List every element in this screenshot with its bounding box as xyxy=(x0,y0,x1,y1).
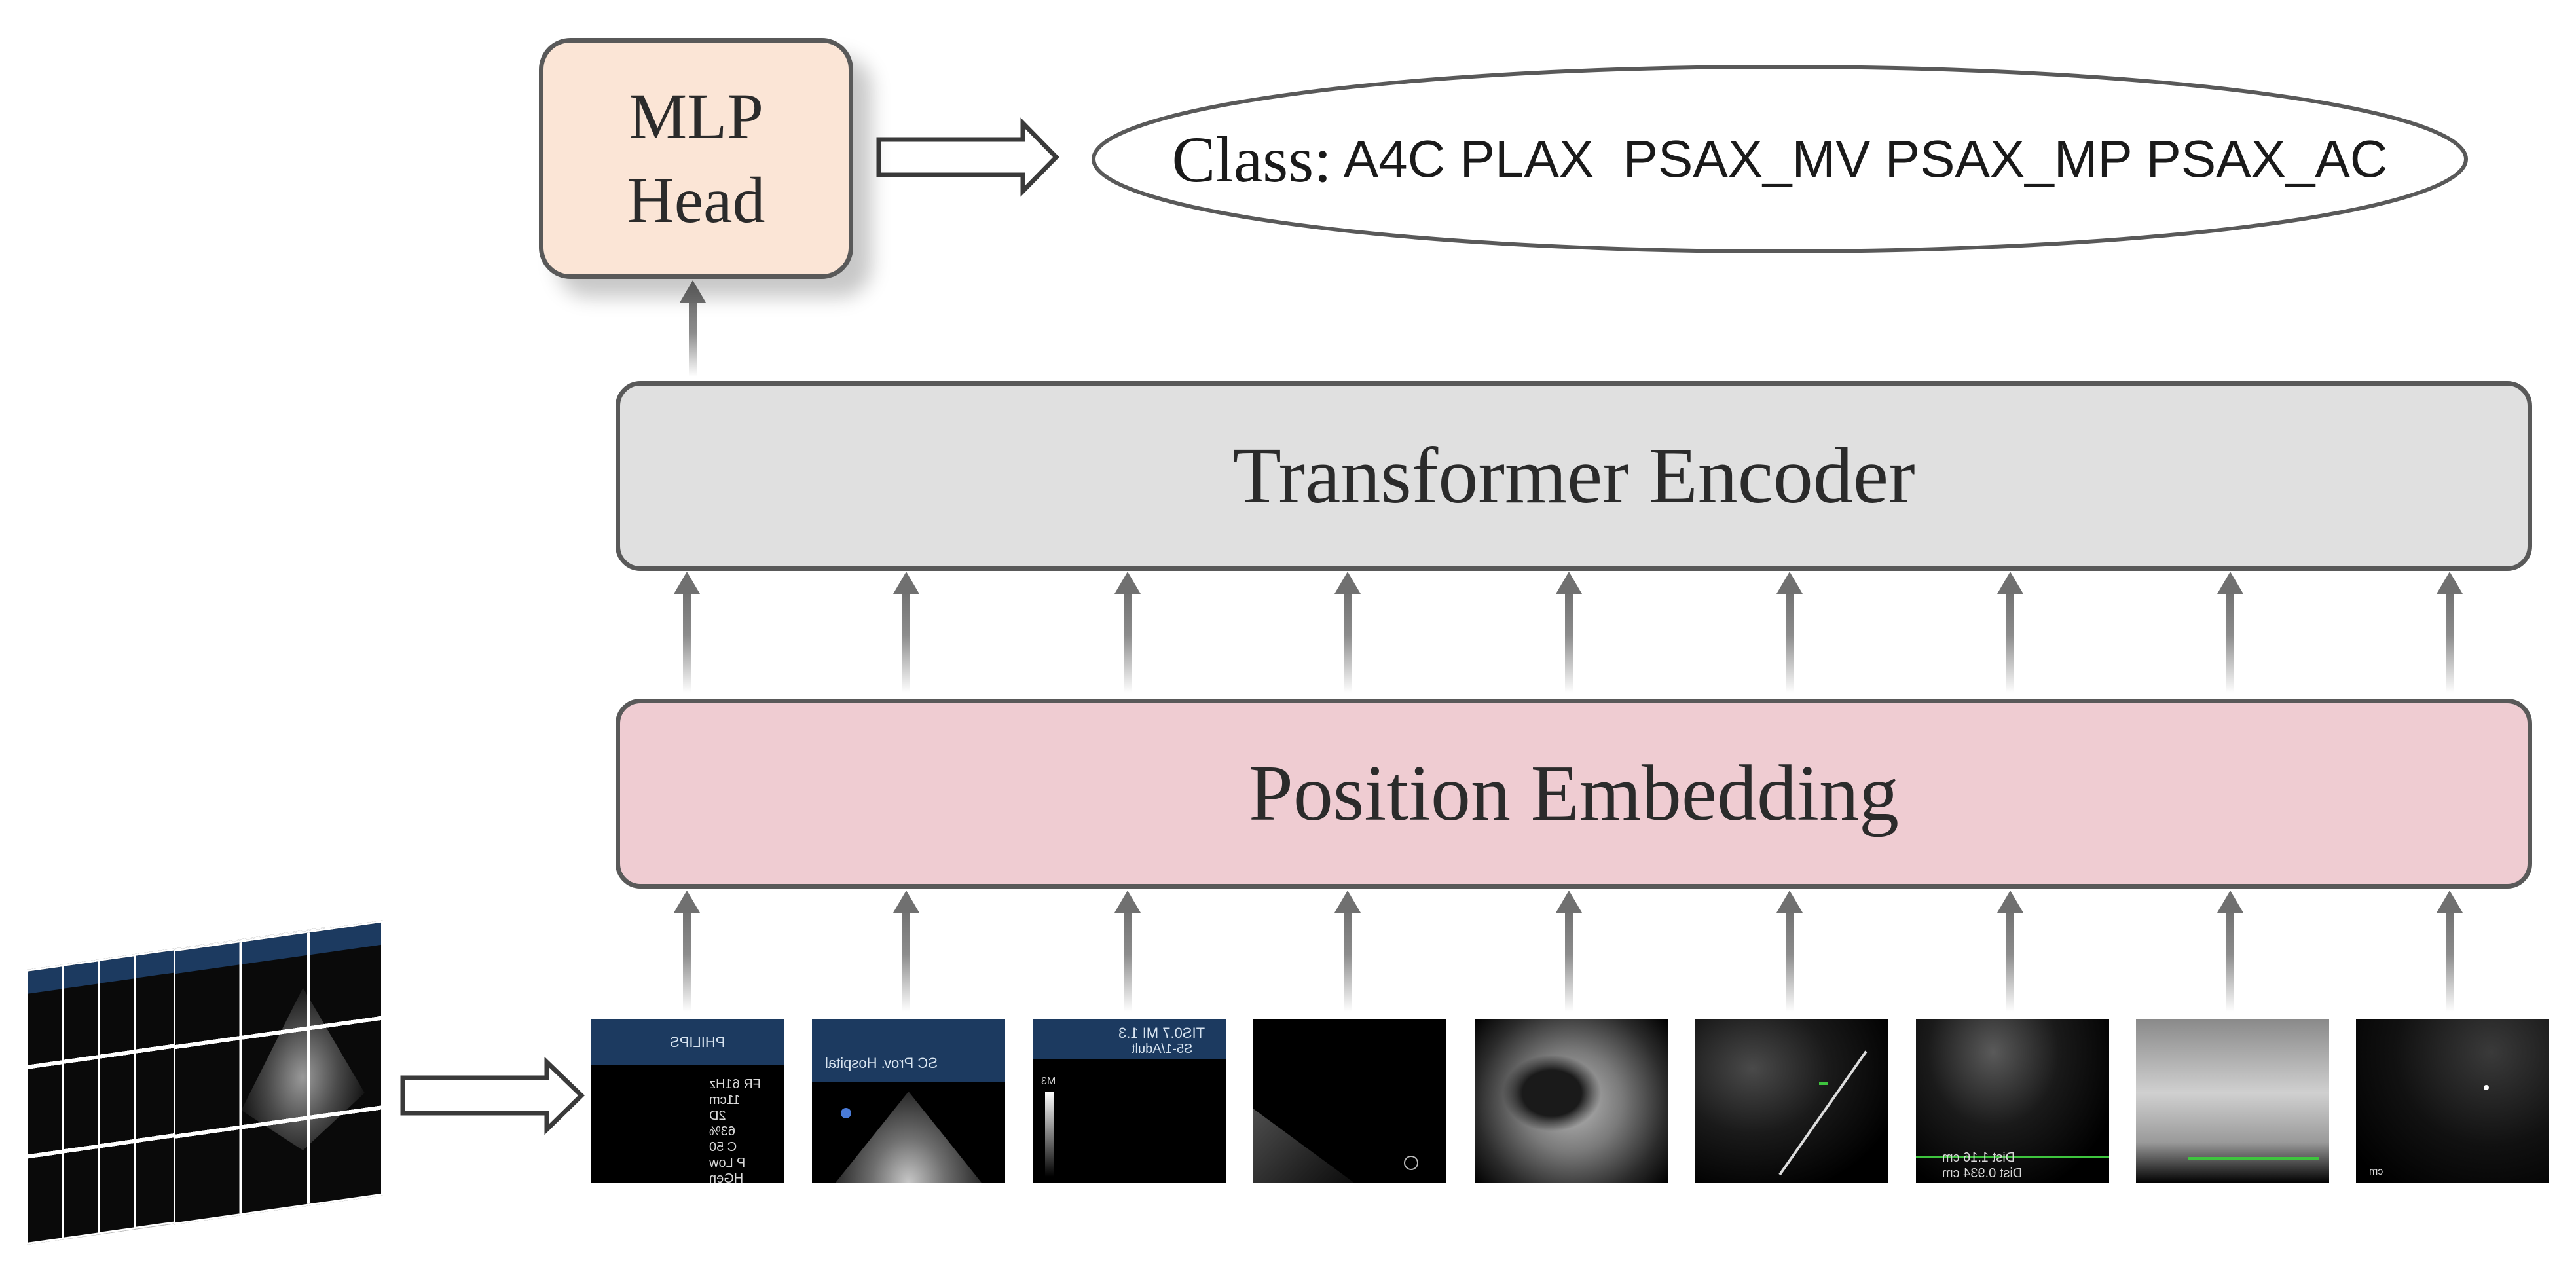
embedding-to-encoder-arrow xyxy=(1776,572,1803,693)
measurement-text: Dist 0.934 cm xyxy=(1942,1166,2023,1181)
frame-overlay-text: C 50 xyxy=(709,1140,737,1154)
orientation-icon xyxy=(1404,1156,1418,1170)
frame-to-embedding-arrow xyxy=(674,891,700,1012)
class-output: Class: A4C PLAX PSAX_MV PSAX_MP PSAX_AC xyxy=(1091,64,2469,254)
probe-marker-icon xyxy=(841,1108,851,1118)
measurement-text: Dist 1.16 cm xyxy=(1942,1150,2015,1165)
frame-to-embedding-arrow xyxy=(1997,891,2023,1012)
ultrasound-wedge xyxy=(1253,1109,1355,1183)
class-label: Class: xyxy=(1171,122,1332,196)
mlp-head-block: MLP Head xyxy=(539,38,853,279)
input-arrow xyxy=(400,1056,585,1135)
class-values: A4C PLAX PSAX_MV PSAX_MP PSAX_AC xyxy=(1331,130,2388,188)
frame-header-text: SC Prov. Hospital xyxy=(825,1055,938,1071)
frame-overlay-text: 63% xyxy=(709,1124,736,1139)
frame-to-embedding-arrow xyxy=(2217,891,2243,1012)
frame-overlay-text: HGen xyxy=(709,1171,744,1183)
frame-to-embedding-arrow xyxy=(893,891,919,1012)
echo-frame-9: cm xyxy=(2356,1019,2549,1183)
echo-frame-5 xyxy=(1475,1019,1668,1183)
embedding-to-encoder-arrow xyxy=(1997,572,2023,693)
frame-overlay-text: cm xyxy=(2369,1166,2383,1177)
encoder-to-mlp-arrow xyxy=(680,280,706,376)
position-embedding-label: Position Embedding xyxy=(1249,749,1899,837)
mlp-head-line-2: Head xyxy=(627,164,765,236)
embedding-to-encoder-arrow xyxy=(674,572,700,693)
embedding-to-encoder-arrow xyxy=(2437,572,2463,693)
echo-frame-8 xyxy=(2136,1019,2329,1183)
frame-header-text: PHILIPS xyxy=(670,1034,726,1050)
frame-overlay-text: 2D xyxy=(709,1109,726,1123)
ultrasound-texture xyxy=(1475,1019,1668,1183)
frame-overlay-text: 11cm xyxy=(709,1093,741,1107)
token-arrows xyxy=(674,280,2463,1012)
ultrasound-texture xyxy=(2356,1019,2549,1183)
frame-header-bar xyxy=(1033,1019,1226,1059)
frame-overlay-text: M3 xyxy=(1041,1076,1056,1087)
echo-frame-2: SC Prov. Hospital xyxy=(812,1019,1005,1183)
frame-header-text: TIS0.7 MI 1.3 xyxy=(1118,1025,1205,1041)
ultrasound-cone xyxy=(835,1092,982,1183)
frame-overlay-text: FR 61Hz xyxy=(709,1077,761,1092)
class-ellipse xyxy=(1092,65,2468,253)
measure-line xyxy=(1916,1156,2109,1158)
input-sheet-front xyxy=(174,920,383,1225)
embedding-to-encoder-arrow xyxy=(1114,572,1141,693)
embedding-to-encoder-arrow xyxy=(1556,572,1582,693)
embedding-to-encoder-arrow xyxy=(893,572,919,693)
input-video-stack xyxy=(26,920,393,1245)
frame-to-embedding-arrow xyxy=(2437,891,2463,1012)
mlp-head-line-1: MLP xyxy=(629,80,764,153)
embedding-to-encoder-arrow xyxy=(1334,572,1361,693)
marker-dot xyxy=(2484,1085,2489,1090)
transformer-encoder-block: Transformer Encoder xyxy=(616,381,2532,571)
frame-sub-text: S5-1/Adult xyxy=(1132,1042,1193,1056)
grayscale-bar xyxy=(1045,1092,1054,1177)
transformer-encoder-label: Transformer Encoder xyxy=(1232,432,1915,520)
frame-to-embedding-arrow xyxy=(1556,891,1582,1012)
output-arrow xyxy=(876,117,1059,197)
frame-to-embedding-arrow xyxy=(1334,891,1361,1012)
frame-header-bar xyxy=(812,1019,1005,1082)
caliper-marker xyxy=(1819,1082,1828,1085)
frame-overlay-text: P Low xyxy=(709,1156,746,1170)
echo-frame-6 xyxy=(1695,1019,1888,1183)
echo-frame-4 xyxy=(1253,1019,1446,1183)
embedding-to-encoder-arrow xyxy=(2217,572,2243,693)
frame-to-embedding-arrow xyxy=(1114,891,1141,1012)
position-embedding-block: Position Embedding xyxy=(616,699,2532,889)
frame-header-bar xyxy=(591,1019,784,1065)
measure-line xyxy=(2188,1157,2319,1160)
ultrasound-texture xyxy=(2136,1019,2329,1183)
frame-to-embedding-arrow xyxy=(1776,891,1803,1012)
